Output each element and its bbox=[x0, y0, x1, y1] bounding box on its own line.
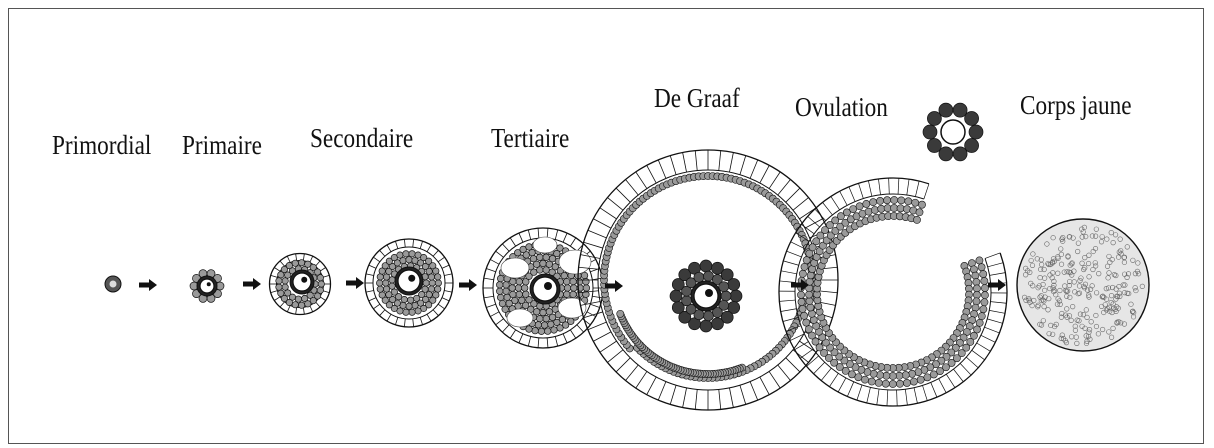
follicle-secondaire-large bbox=[365, 239, 453, 327]
arrow-icon bbox=[346, 277, 364, 289]
arrow-icon bbox=[139, 279, 157, 291]
follicle-primordial bbox=[105, 276, 121, 292]
released-oocyte bbox=[923, 103, 983, 161]
arrow-icon bbox=[459, 279, 477, 291]
antrum-cavity bbox=[558, 298, 586, 318]
follicle-secondaire-small bbox=[270, 254, 331, 315]
antrum-cavity bbox=[501, 258, 529, 278]
antrum-cavity bbox=[507, 309, 533, 327]
follicle-primaire bbox=[190, 270, 224, 303]
antrum-cavity bbox=[559, 250, 591, 274]
follicle-tertiaire bbox=[483, 228, 603, 348]
corps-jaune bbox=[1017, 219, 1149, 351]
arrow-icon bbox=[243, 278, 261, 290]
antrum-cavity bbox=[533, 237, 557, 253]
